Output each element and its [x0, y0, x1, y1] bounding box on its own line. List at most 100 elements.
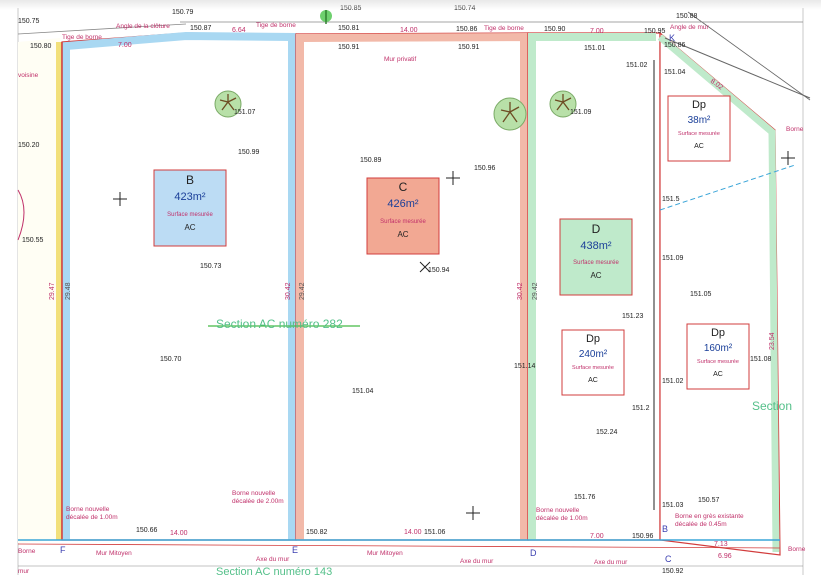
lot-d-area: 438m²: [580, 240, 612, 252]
spot-height: 151.07: [234, 109, 256, 116]
spot-height: 151.76: [574, 494, 596, 501]
spot-height: 150.70: [160, 356, 182, 363]
annotation-borne-b-1: Borne en grès existante: [675, 513, 744, 520]
annotation-tige-borne-1: Tige de borne: [62, 34, 102, 41]
parcel-c: [295, 32, 529, 541]
spot-height: 151.03: [662, 502, 684, 509]
spot-height: 151.01: [584, 45, 606, 52]
dim-vertical-6: 29.42: [532, 282, 539, 300]
lot-c-box: [366, 177, 440, 255]
lot-dp-240-id: Dp: [586, 333, 600, 345]
dim-top-3: 14.00: [400, 27, 418, 34]
corner-f: F: [60, 545, 66, 555]
dim-bottom-2: 14.00: [404, 529, 422, 536]
tree-icon: [214, 90, 242, 118]
spot-height: 150.90: [544, 26, 566, 33]
corner-k: K: [669, 33, 675, 43]
spot-height: 150.75: [18, 18, 40, 25]
annotation-borne-e-2: décalée de 2.00m: [232, 498, 284, 505]
annotation-borne-f-2: décalée de 1.00m: [66, 514, 118, 521]
lot-dp-38-note: Surface mesurée: [678, 131, 720, 137]
lot-dp-38-code: AC: [694, 143, 704, 150]
lot-dp-160-note: Surface mesurée: [697, 359, 739, 365]
annotation-borne-bottom-right: Borne: [788, 546, 806, 553]
annotation-angle-mur: Angle de mur: [670, 24, 709, 31]
annotation-mur-mitoyen-2: Mur Mitoyen: [367, 550, 403, 557]
parcel-b-band: [62, 31, 296, 540]
lot-dp-240-box: [561, 329, 625, 396]
annotation-mur-left: mur: [18, 568, 30, 575]
tree-icon: [549, 90, 577, 118]
arc-left: [17, 189, 25, 241]
lot-dp-160-area: 160m²: [704, 343, 733, 354]
dim-top-2: 6.64: [232, 27, 246, 34]
parcel-b: [61, 32, 297, 541]
annotation-tige-borne-2: Tige de borne: [256, 22, 296, 29]
dim-top-1: 7.00: [118, 42, 132, 49]
left-margin: [0, 8, 18, 575]
spot-height: 150.20: [18, 142, 40, 149]
lot-dp-240-code: AC: [588, 377, 598, 384]
lot-c-area: 426m²: [387, 198, 419, 210]
annotation-borne-e-1: Borne nouvelle: [232, 490, 276, 497]
cross-icon: [419, 261, 431, 273]
dim-bottom-1: 14.00: [170, 530, 188, 537]
dim-vertical-5: 30.42: [517, 282, 524, 300]
annotation-borne-right: Borne: [786, 126, 804, 133]
spot-height: 151.23: [622, 313, 644, 320]
spot-height: 151.02: [626, 62, 648, 69]
lot-c-id: C: [399, 180, 408, 194]
spot-height: 151.08: [750, 356, 772, 363]
spot-height: 150.94: [428, 267, 450, 274]
section-label-bottom: Section AC numéro 143: [216, 566, 332, 575]
spot-height: 150.80: [30, 43, 52, 50]
corner-e: E: [292, 545, 298, 555]
bottom-wall: [17, 543, 781, 549]
annotation-mur-mitoyen-1: Mur Mitoyen: [96, 550, 132, 557]
lot-d: D 438m² Surface mesurée AC: [559, 218, 633, 296]
spot-height: 150.79: [172, 9, 194, 16]
annotation-mur-prive: Mur privatif: [384, 56, 416, 63]
dim-vertical-4: 29.42: [299, 282, 306, 300]
annotation-axe-mur-1: Axe du mur: [256, 556, 290, 563]
road-edge-2: [687, 11, 811, 101]
spot-height: 150.91: [338, 44, 360, 51]
lot-b-code: AC: [184, 223, 195, 232]
spot-height: 151.5: [662, 196, 680, 203]
lot-dp-38-id: Dp: [692, 99, 706, 111]
spot-height: 150.57: [698, 497, 720, 504]
spot-height: 150.86: [456, 26, 478, 33]
lot-d-box: [559, 218, 633, 296]
dim-bottom-4: 7.13: [714, 541, 728, 548]
lot-dp-160-id: Dp: [711, 327, 725, 339]
spot-height: 151.09: [570, 109, 592, 116]
spot-height: 150.91: [458, 44, 480, 51]
section-label-main: Section AC numéro 282: [216, 317, 343, 331]
spot-height: 150.73: [200, 263, 222, 270]
lot-dp-38-area: 38m²: [688, 115, 711, 126]
lot-dp-240-area: 240m²: [579, 349, 608, 360]
lot-d-code: AC: [590, 271, 601, 280]
lot-dp-38: Dp 38m² Surface mesurée AC: [667, 95, 731, 162]
annotation-tige-borne-3: Tige de borne: [484, 25, 524, 32]
spot-height: 150.96: [632, 533, 654, 540]
lot-b-id: B: [186, 173, 194, 187]
section-label-right: Section: [752, 399, 792, 413]
dim-bottom-5: 6.96: [718, 553, 732, 560]
dim-bottom-3: 7.00: [590, 533, 604, 540]
spot-height: 151.04: [352, 388, 374, 395]
lot-c-note: Surface mesurée: [380, 219, 426, 225]
neighbour-parcel-left: [18, 38, 60, 543]
lot-b: B 423m² Surface mesurée AC: [153, 169, 227, 247]
dim-vertical-7: 23.54: [769, 332, 776, 350]
annotation-borne-b-2: décalée de 0.45m: [675, 521, 727, 528]
lot-dp-240-note: Surface mesurée: [572, 365, 614, 371]
spot-height: 152.24: [596, 429, 618, 436]
cross-icon: [466, 506, 480, 520]
annotation-axe-mur-3: Axe du mur: [594, 559, 628, 566]
spot-height: 151.04: [664, 69, 686, 76]
lot-dp-160-code: AC: [713, 371, 723, 378]
spot-height: 150.92: [662, 568, 684, 575]
spot-height: 151.06: [424, 529, 446, 536]
corner-d: D: [530, 548, 537, 558]
